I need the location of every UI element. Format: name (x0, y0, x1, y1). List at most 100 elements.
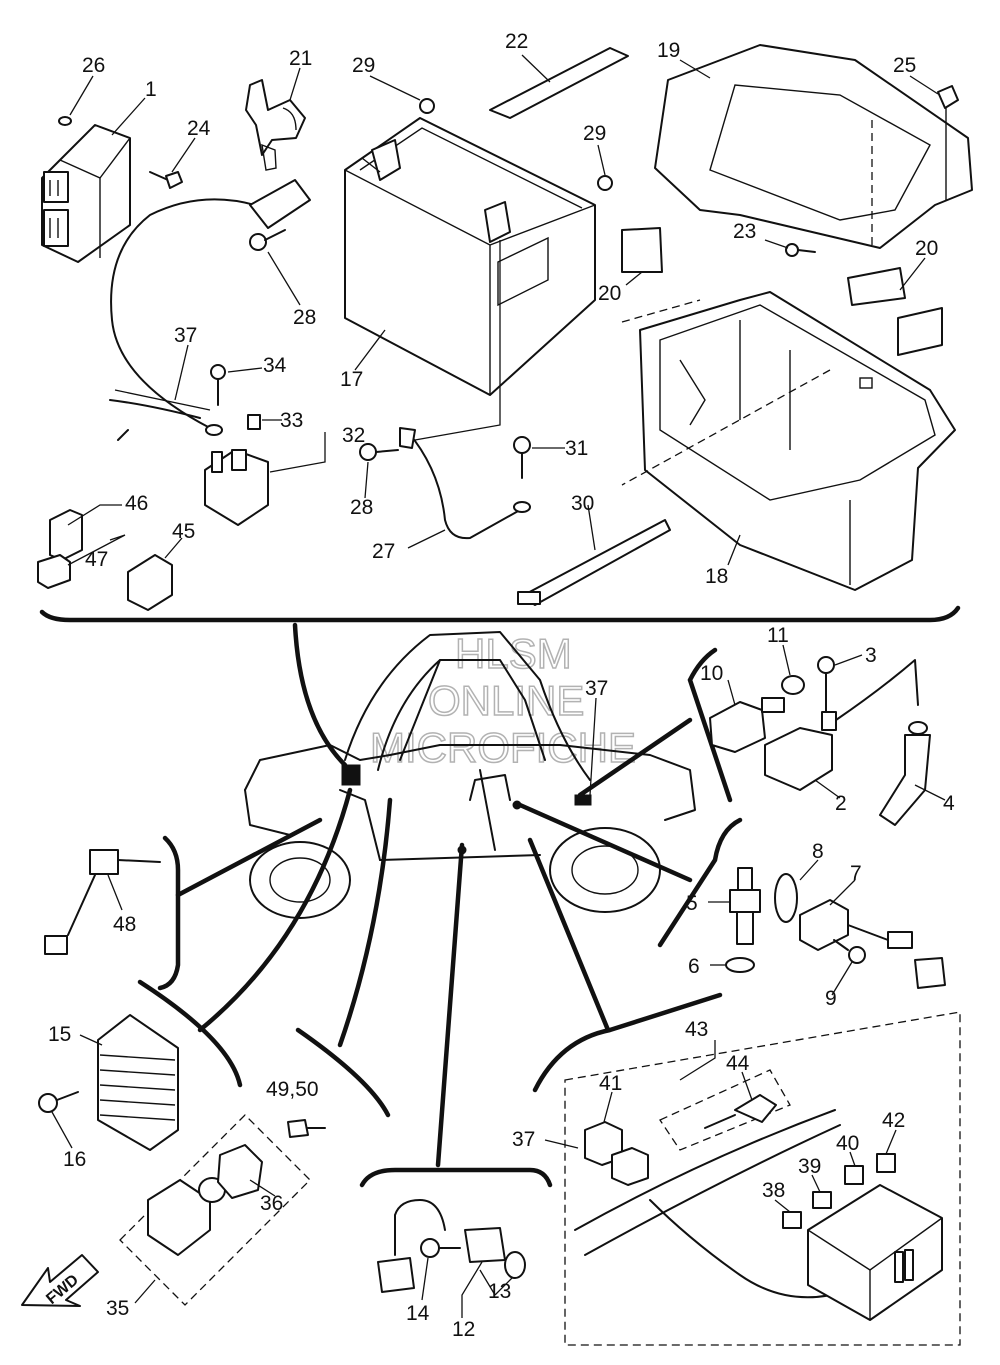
callout-42: 42 (882, 1109, 905, 1132)
callout-37-bottom: 37 (512, 1128, 535, 1151)
wire-harness-37 (564, 1011, 961, 1346)
callout-14: 14 (406, 1302, 430, 1325)
callout-16: 16 (63, 1148, 86, 1171)
callout-45: 45 (172, 520, 195, 543)
speed-sensor-bracket (359, 1167, 553, 1188)
callout-40: 40 (836, 1132, 859, 1155)
callout-19: 19 (657, 39, 680, 62)
callout-9: 9 (825, 987, 837, 1010)
callout-17: 17 (340, 368, 363, 391)
callout-numbers: 26 1 24 21 29 22 19 25 29 28 17 20 23 20… (48, 30, 955, 1341)
callout-23: 23 (733, 220, 756, 243)
battery-band-22 (489, 47, 629, 119)
callout-2: 2 (835, 792, 847, 815)
callout-7: 7 (850, 862, 862, 885)
callout-37-mid: 37 (585, 677, 608, 700)
main-switch-group (119, 1114, 311, 1306)
bolt-34 (205, 364, 226, 436)
callout-3: 3 (865, 644, 877, 667)
bolt-16 (38, 1091, 79, 1113)
harness-bracket (532, 992, 723, 1093)
callout-11: 11 (767, 624, 789, 647)
callout-33: 33 (280, 409, 303, 432)
utv-vehicle-outline (244, 631, 696, 919)
gasket-6 (725, 957, 755, 973)
watermark-line-2: ONLINE (428, 677, 584, 724)
callout-28-top: 28 (293, 306, 316, 329)
bolt-24 (149, 171, 183, 189)
connector-44 (704, 1094, 777, 1129)
clamp-21 (245, 79, 306, 171)
callout-48: 48 (113, 913, 136, 936)
callout-47: 47 (85, 548, 108, 571)
callout-20-left: 20 (598, 282, 621, 305)
callout-21: 21 (289, 47, 312, 70)
bolt-14 (420, 1238, 461, 1258)
washer-26 (58, 116, 72, 126)
callout-22: 22 (505, 30, 528, 53)
nut-29b (597, 175, 613, 191)
callout-38: 38 (762, 1179, 785, 1202)
rubber-pad-20a (621, 227, 663, 273)
connector-45 (127, 554, 173, 611)
callout-15: 15 (48, 1023, 71, 1046)
ignition-bracket (687, 647, 733, 803)
callout-12: 12 (452, 1318, 475, 1341)
callout-6: 6 (688, 955, 700, 978)
bolt-28a (249, 229, 286, 251)
clip-25 (937, 85, 959, 200)
neutral-switch-48 (44, 849, 161, 955)
regulator-bracket (137, 979, 243, 1088)
rectifier-regulator-15 (97, 1014, 179, 1151)
battery-box-18 (621, 291, 956, 591)
callout-13: 13 (488, 1280, 511, 1303)
callout-35: 35 (106, 1297, 129, 1320)
fuse-33 (247, 414, 261, 430)
callout-8: 8 (812, 840, 824, 863)
relay-41 (584, 1121, 649, 1186)
bolt-9 (833, 939, 866, 964)
ecu-unit (41, 124, 131, 263)
callout-31: 31 (565, 437, 588, 460)
fuse-38 (782, 1211, 802, 1229)
callout-32: 32 (342, 424, 365, 447)
battery-cable-27 (399, 427, 531, 540)
fuse-42 (876, 1153, 896, 1173)
relay-location-marker (574, 794, 592, 806)
o-ring-13 (504, 1251, 526, 1279)
nut-29a (419, 98, 435, 114)
starter-relay-32 (204, 449, 269, 526)
sender-7 (799, 899, 946, 989)
screw-23 (785, 243, 816, 257)
battery-box-cover-19 (654, 44, 973, 249)
negative-lead-cable (110, 198, 256, 429)
lead-cable-cover (249, 179, 311, 229)
battery-17 (344, 117, 596, 396)
ignition-coil-2 (764, 711, 837, 791)
callout-39: 39 (798, 1155, 821, 1178)
callout-29-top: 29 (352, 54, 375, 77)
callout-26: 26 (82, 54, 105, 77)
callout-5: 5 (686, 892, 698, 915)
switch-bracket (157, 835, 181, 991)
watermark-line-1: HLSM (455, 630, 572, 677)
callout-18: 18 (705, 565, 728, 588)
callout-25: 25 (893, 54, 916, 77)
callout-43: 43 (685, 1018, 708, 1041)
callout-46: 46 (125, 492, 148, 515)
callout-20-right: 20 (915, 237, 938, 260)
callout-44: 44 (726, 1052, 750, 1075)
callout-34: 34 (263, 354, 287, 377)
key-49-50 (287, 1119, 326, 1138)
fuse-40 (844, 1165, 864, 1185)
top-section-bracket (39, 605, 961, 623)
callout-37-top: 37 (174, 324, 197, 347)
callout-28-bottom: 28 (350, 496, 373, 519)
connector-46 (49, 509, 83, 561)
callout-10: 10 (700, 662, 723, 685)
fuse-box (807, 1184, 943, 1321)
callout-24: 24 (187, 117, 211, 140)
callout-41: 41 (599, 1072, 622, 1095)
spark-plug-5 (729, 867, 761, 945)
